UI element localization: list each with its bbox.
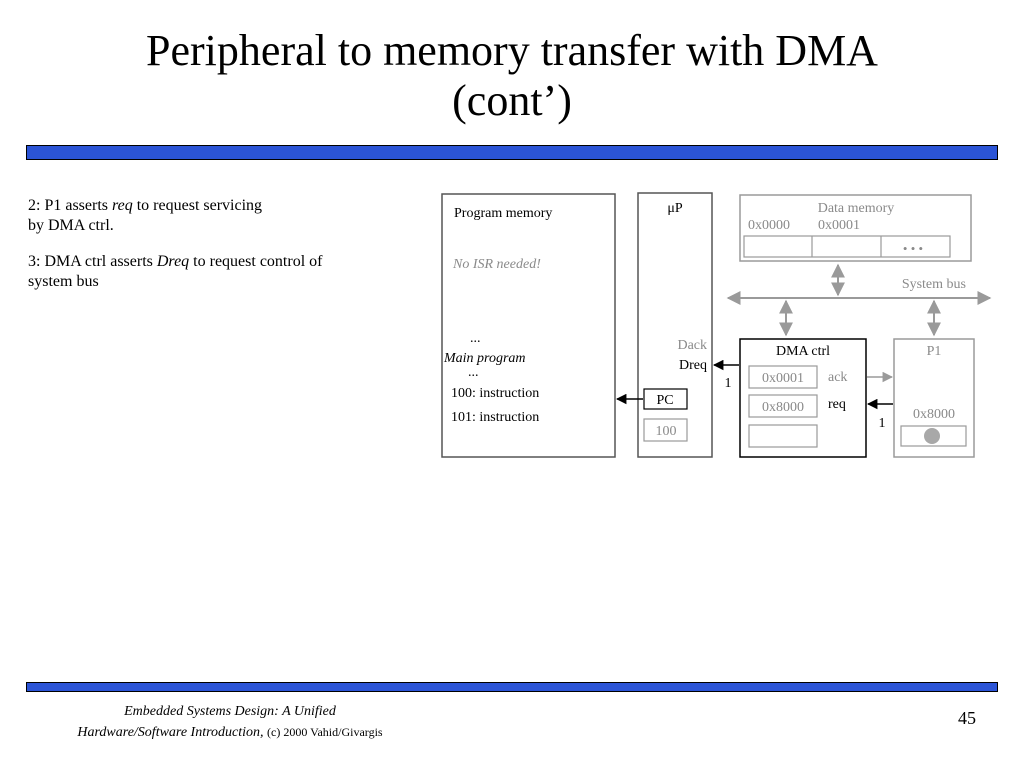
p1-addr: 0x8000 (913, 407, 955, 422)
p1-label: P1 (927, 344, 942, 359)
footer-line-1: Embedded Systems Design: A Unified (124, 704, 336, 719)
page-number: 45 (958, 708, 976, 728)
step-3-prefix: 3: DMA ctrl asserts (28, 253, 157, 270)
system-bus: System bus (726, 263, 992, 337)
step-2-line-2: by DMA ctrl. (28, 217, 114, 234)
step-2-text: 2: P1 asserts req to request servicing b… (28, 196, 418, 236)
pc-value-box (643, 418, 688, 442)
bullet-text: 2: P1 asserts req to request servicing b… (28, 196, 418, 308)
dma-ctrl-label: DMA ctrl (776, 344, 830, 359)
step-3-signal: Dreq (156, 253, 190, 270)
step-2-suffix: to request servicing (132, 197, 263, 214)
req-label: req (828, 397, 846, 412)
step-2-prefix: 2: P1 asserts (28, 197, 112, 214)
step-2-signal: req (112, 197, 133, 214)
ack-label: ack (828, 370, 847, 385)
system-bus-label: System bus (902, 277, 966, 292)
program-memory-label: Program memory (454, 206, 552, 221)
data-memory-label: Data memory (818, 201, 895, 216)
slide-title: Peripheral to memory transfer with DMA (… (0, 26, 1024, 126)
dma-reg-2: 0x8000 (762, 400, 804, 415)
no-isr-note: No ISR needed! (452, 257, 541, 272)
title-line-1: Peripheral to memory transfer with DMA (146, 26, 878, 75)
pc-label: PC (656, 393, 673, 408)
data-memory-ellipsis: • • • (903, 241, 923, 256)
up-label: μP (667, 201, 683, 216)
data-memory-addr-0: 0x0000 (748, 218, 790, 233)
footer-line-2: Hardware/Software Introduction, (c) 2000… (30, 722, 430, 743)
pc-register (643, 388, 688, 410)
dack-label: Dack (677, 338, 707, 353)
title-line-2: (cont’) (452, 76, 572, 125)
instruction-101: 101: instruction (451, 410, 539, 425)
p1-block: P1 0x8000 (893, 338, 975, 458)
data-memory-block: Data memory 0x0000 0x0001 • • • (739, 194, 972, 262)
main-program-label: Main program (443, 351, 526, 366)
pc-value: 100 (656, 424, 677, 439)
microprocessor-block: μP Dack Dreq PC 100 (637, 192, 713, 458)
dreq-label: Dreq (679, 358, 707, 373)
dreq-value: 1 (725, 376, 732, 391)
instruction-100: 100: instruction (451, 386, 539, 401)
program-memory-block: Program memory No ISR needed! ... Main p… (441, 193, 616, 458)
step-3-line-2: system bus (28, 273, 99, 290)
req-value: 1 (879, 416, 886, 431)
bottom-divider-bar (26, 682, 998, 692)
dma-reg-3 (748, 424, 818, 448)
ellipsis-bottom: ... (468, 365, 479, 380)
step-3-suffix: to request control of (189, 253, 323, 270)
top-divider-bar (26, 145, 998, 160)
step-3-text: 3: DMA ctrl asserts Dreq to request cont… (28, 252, 418, 292)
footer-copyright: (c) 2000 Vahid/Givargis (267, 725, 383, 739)
dma-reg-1: 0x0001 (762, 371, 804, 386)
footer-book-title: Hardware/Software Introduction, (77, 725, 264, 740)
p1-data-dot (924, 428, 940, 444)
ellipsis-top: ... (470, 331, 481, 346)
data-memory-addr-1: 0x0001 (818, 218, 860, 233)
footer-citation: Embedded Systems Design: A Unified Hardw… (30, 702, 430, 743)
dma-controller-block: DMA ctrl 0x0001 0x8000 ack req (739, 338, 867, 458)
